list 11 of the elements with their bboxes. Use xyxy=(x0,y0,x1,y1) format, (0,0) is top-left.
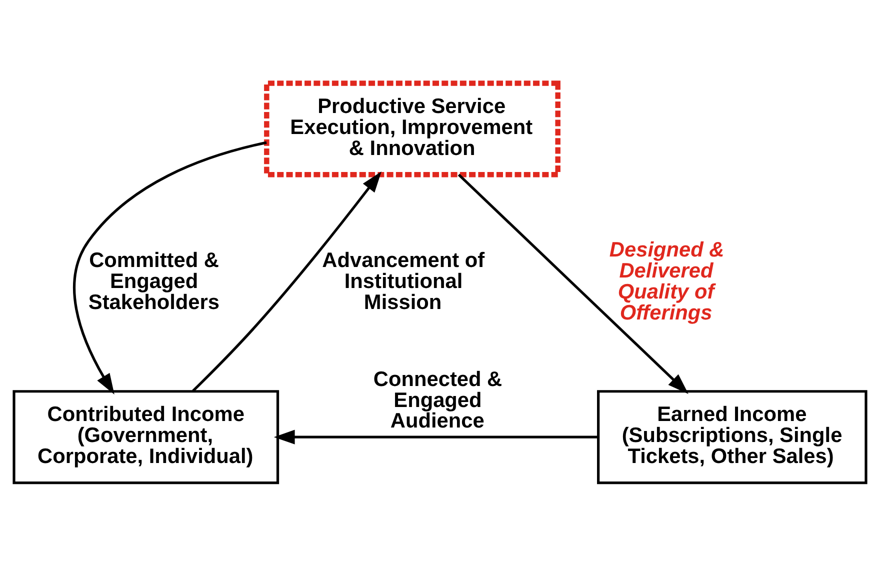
arrow xyxy=(73,141,267,395)
edge-label: Connected & Engaged Audience xyxy=(373,368,502,433)
edge-label: Designed & Delivered Quality of Offerings xyxy=(609,238,724,324)
edge-label: Committed & Engaged Stakeholders xyxy=(88,249,220,314)
arrow xyxy=(192,172,382,392)
edge-label: Advancement of Institutional Mission xyxy=(322,249,485,314)
node-box: Contributed Income (Government, Corporate, Individual) xyxy=(12,390,280,484)
node-box: Productive Service Execution, Improvement & Innovation xyxy=(264,80,560,178)
arrow xyxy=(458,174,688,394)
node-box: Earned Income (Subscriptions, Single Tickets, Other Sales) xyxy=(597,390,868,484)
arrow xyxy=(274,430,598,444)
